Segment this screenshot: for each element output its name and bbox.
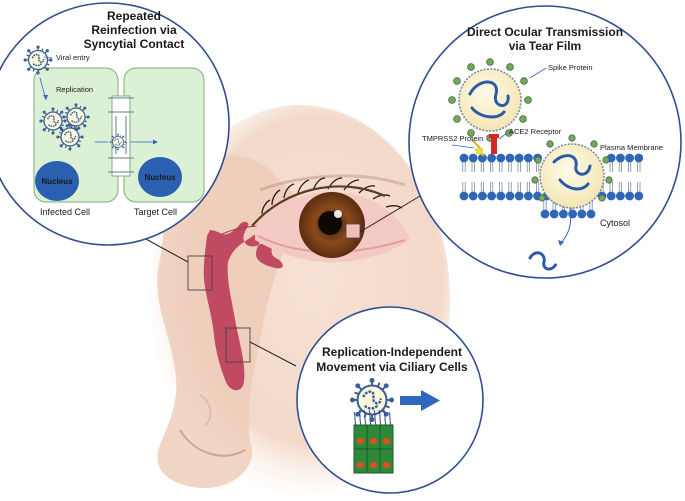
ciliary-nucleus (382, 438, 391, 444)
tear-film-connector (359, 195, 421, 233)
target-cell-label: Target Cell (134, 207, 177, 217)
nucleus-label-right: Nucleus (144, 173, 176, 182)
viral-entry-label: Viral entry (56, 53, 90, 62)
ace2-label: ACE2 Receptor (509, 127, 562, 136)
replicating-virus-3 (55, 122, 85, 152)
movement-arrow (400, 390, 440, 411)
replicating-virus-2 (61, 102, 91, 132)
ace2-receptor (491, 137, 497, 154)
ciliary-cell (353, 424, 368, 450)
entering-virus (22, 44, 54, 76)
released-rna (528, 251, 558, 271)
syncytial-callout-box (187, 255, 213, 291)
tear-film-panel: Direct Ocular Transmission via Tear Film… (408, 5, 682, 279)
infected-cell-label: Infected Cell (40, 207, 90, 217)
plasma-membrane-label: Plasma Membrane (600, 143, 663, 152)
spike-virus (448, 58, 532, 142)
ciliary-cell (379, 448, 394, 474)
ciliary-cell (379, 424, 394, 450)
ciliary-cell (366, 424, 381, 450)
tear-film-title-line1: Direct Ocular Transmission (467, 25, 623, 39)
eyebrow-shadow (259, 174, 406, 192)
replicating-virus-1 (38, 106, 68, 136)
nucleus-label-left: Nucleus (41, 177, 73, 186)
ciliary-nucleus (382, 462, 391, 468)
duct-shape (203, 221, 283, 391)
cytosol-label: Cytosol (600, 218, 630, 228)
ciliary-virus (348, 376, 396, 424)
tear-film-callout-box (345, 223, 361, 239)
ciliary-cell (353, 448, 368, 474)
ciliary-title-line2: Movement via Ciliary Cells (316, 360, 468, 374)
syncytial-title-line1: Repeated (107, 9, 161, 23)
eyelashes (261, 177, 403, 215)
target-nucleus (138, 157, 182, 197)
tear-film-title-line2: via Tear Film (509, 39, 581, 53)
syncytial-title-line3: Syncytial Contact (84, 37, 185, 51)
syncytial-title-line2: Reinfection via (91, 23, 177, 37)
tmprss2-protein (476, 148, 483, 154)
ciliary-nucleus (369, 438, 378, 444)
ciliary-callout-box (225, 327, 251, 363)
infected-nucleus (35, 161, 79, 201)
upper-eyelid (251, 185, 386, 227)
cell-junction (111, 95, 131, 177)
nostril-curve (179, 429, 246, 457)
ciliary-connector (249, 341, 297, 367)
ciliary-cells (353, 424, 394, 474)
ciliary-nucleus (369, 462, 378, 468)
replication-label: Replication (56, 85, 93, 94)
ciliary-title-line1: Replication-Independent (322, 345, 462, 359)
syncytial-panel: Repeated Reinfection via Syncytial Conta… (0, 2, 230, 246)
transiting-virus (109, 133, 127, 151)
syncytial-connector (143, 237, 189, 263)
ciliary-nucleus (356, 462, 365, 468)
fusing-virus (531, 134, 613, 209)
eye-highlight (334, 210, 342, 218)
ciliary-nucleus (356, 438, 365, 444)
ciliary-cell (366, 448, 381, 474)
ciliary-panel: Replication-Independent Movement via Cil… (296, 306, 484, 494)
eye-illustration (251, 177, 410, 263)
cilia (353, 409, 392, 426)
tmprss2-label: TMPRSS2 Protein (422, 134, 483, 143)
spike-protein-label: Spike Protein (548, 63, 593, 72)
